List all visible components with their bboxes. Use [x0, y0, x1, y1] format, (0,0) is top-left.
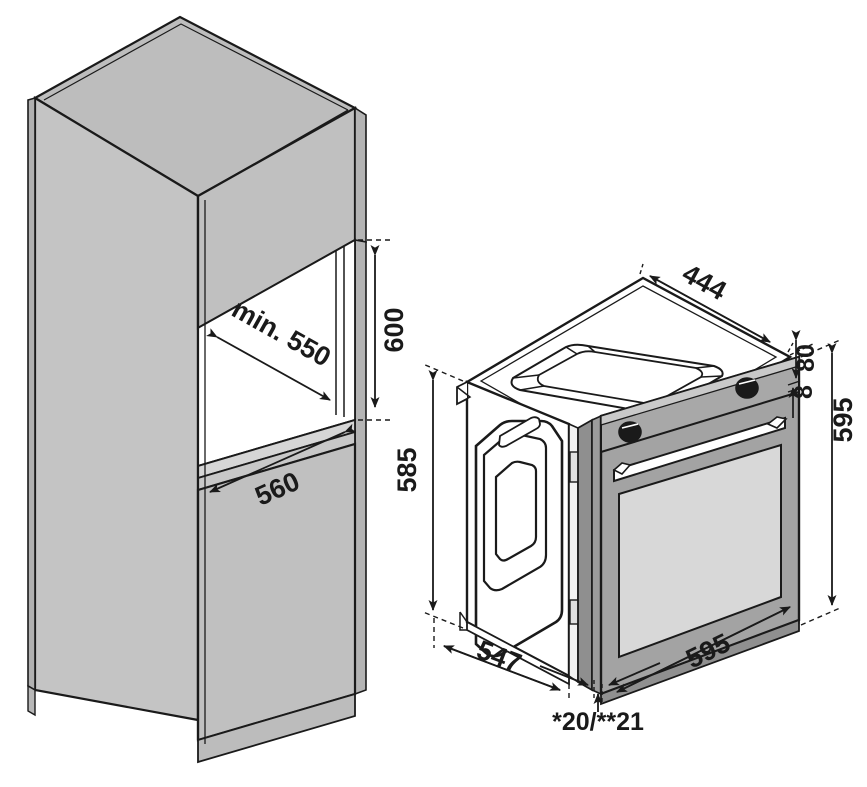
cabinet-top-bevel: [43, 23, 349, 111]
dimension-label-595-vertical: 595: [828, 397, 858, 442]
dim-line-min550: [206, 328, 331, 401]
control-knob-left[interactable]: [618, 421, 642, 443]
oven-appliance-diagram: 444 80 8 595 585: [392, 258, 858, 736]
dimension-oven-trim-height: 80: [789, 330, 820, 379]
door-handle[interactable]: [612, 416, 788, 483]
oven-fan-cover-ring-2: [494, 460, 538, 562]
dimension-label-80: 80: [792, 344, 820, 372]
ext-line-8-a: [787, 380, 801, 386]
ext-line-595v-bottom: [800, 607, 841, 626]
cabinet-top-front-bevel: [197, 109, 349, 197]
ext-line-585-top: [422, 363, 464, 382]
dimension-oven-trim-offset: 8: [787, 380, 818, 418]
dim-line-444-b: [649, 275, 771, 343]
dimension-label-8: 8: [790, 385, 818, 399]
cabinet-right-trim-lower: [354, 239, 367, 696]
dimension-label-585: 585: [392, 447, 422, 492]
oven-door-edge-inner: [591, 414, 602, 696]
cabinet-left-side-face: [33, 96, 200, 722]
dimension-label-600: 600: [379, 307, 409, 352]
cabinet-front-plinth: [197, 692, 356, 764]
oven-body-bottom-notch: [459, 611, 468, 631]
ext-line-595v-top: [800, 339, 841, 358]
cabinet-left-plinth-notch: [27, 684, 36, 717]
oven-door-edge: [577, 418, 593, 692]
cabinet-niche-right-inner-lines: [335, 246, 345, 417]
knob-left-body[interactable]: [618, 421, 642, 443]
dim-line-560: [209, 423, 356, 493]
door-glass: [618, 443, 782, 659]
knob-right-highlight: [738, 379, 756, 385]
control-knob-right[interactable]: [735, 377, 759, 399]
handle-mount-left: [612, 462, 632, 475]
knob-left-highlight: [621, 423, 639, 429]
dim-line-thickness-left: [539, 665, 589, 686]
dimension-niche-height: 600: [358, 239, 409, 421]
oven-side-notch-fold: [456, 386, 472, 405]
handle-mount-right: [766, 416, 788, 429]
dimension-label-door-thickness: *20/**21: [552, 708, 644, 736]
handle-bar[interactable]: [613, 416, 786, 483]
dim-line-thickness-right: [608, 662, 661, 686]
oven-side-vent-slot: [498, 416, 541, 448]
dimension-oven-front-height: 595: [800, 339, 858, 626]
cabinet-right-trim-upper: [354, 106, 367, 243]
cabinet-niche-diagram: 600 min. 550 560: [27, 15, 409, 764]
dimension-door-thickness: *20/**21: [539, 662, 661, 736]
dim-line-595h-b: [616, 606, 791, 693]
ext-line-585-bottom: [422, 611, 464, 629]
cabinet-left-edge-strip: [27, 96, 36, 692]
dim-line-547-b: [443, 645, 561, 691]
ext-line-444-left: [639, 263, 644, 275]
ext-line-80-top: [789, 342, 816, 356]
knob-right-body[interactable]: [735, 377, 759, 399]
dimension-oven-body-height: 585: [392, 363, 464, 629]
